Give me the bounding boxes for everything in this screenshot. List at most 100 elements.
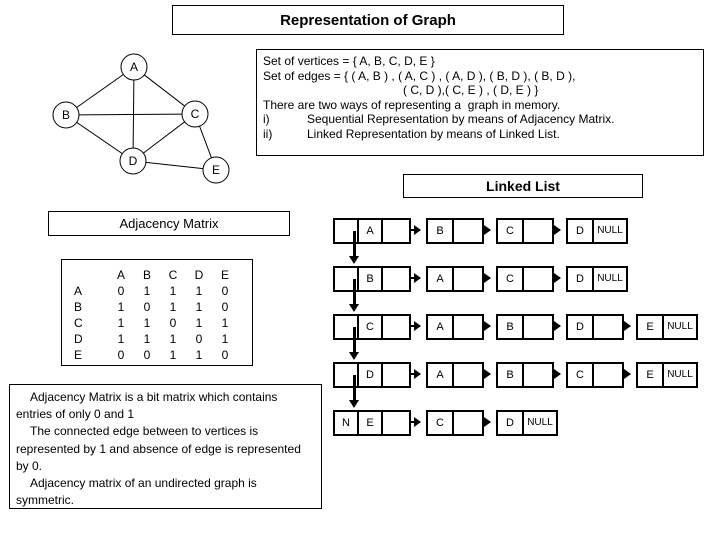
linked-list-data-cell: D	[568, 316, 594, 338]
linked-list-data-cell: C	[568, 364, 594, 386]
linked-list-pointer-cell	[454, 364, 482, 386]
linked-list-pointer-cell	[454, 316, 482, 338]
matrix-col-header-d: D	[194, 268, 204, 282]
linked-list-data-cell: B	[498, 316, 524, 338]
linked-list-data-cell: N	[335, 412, 359, 434]
matrix-row-header-b: B	[74, 300, 83, 314]
linked-list-arrow	[411, 417, 421, 427]
linked-list-data-cell: A	[428, 364, 454, 386]
vertices-line: Set of vertices = { A, B, C, D, E }	[263, 54, 435, 68]
matrix-row-header-e: E	[74, 348, 83, 362]
matrix-cell-b-e: 0	[221, 300, 229, 314]
matrix-row-header-d: D	[74, 332, 83, 346]
graph-node-label-a: A	[130, 60, 138, 74]
description-box: Set of vertices = { A, B, C, D, E } Set …	[256, 49, 704, 156]
ways-line: There are two ways of representing a gra…	[263, 97, 561, 112]
graph-edge-b-d	[76, 121, 123, 155]
matrix-cell-a-d: 1	[195, 284, 203, 298]
graph-edge-b-c	[78, 113, 183, 116]
matrix-cell-a-a: 0	[117, 284, 125, 298]
matrix-cell-d-a: 1	[117, 332, 125, 346]
linked-list-arrow	[554, 369, 561, 379]
matrix-row-header-a: A	[74, 284, 83, 298]
page-title: Representation of Graph	[280, 11, 456, 29]
linked-list-node: A	[426, 362, 484, 388]
matrix-cell-e-a: 0	[117, 348, 125, 362]
linked-list-arrow	[484, 369, 491, 379]
matrix-cell-e-b: 0	[143, 348, 151, 362]
graph-edge-c-e	[199, 125, 212, 159]
linked-list-pointer-cell	[383, 364, 407, 386]
matrix-cell-d-c: 1	[169, 332, 177, 346]
linked-list-pointer-cell	[454, 412, 482, 434]
matrix-cell-b-a: 1	[117, 300, 125, 314]
linked-list-pointer-cell	[594, 316, 622, 338]
linked-list-data-cell: E	[638, 364, 664, 386]
linked-list-node: A	[426, 314, 484, 340]
graph-node-b	[52, 101, 80, 129]
linked-list-arrow	[411, 225, 421, 235]
linked-list-head-node: A	[333, 218, 411, 244]
matrix-col-header-b: B	[142, 268, 151, 282]
linked-list-head-node: B	[333, 266, 411, 292]
linked-list-head-node: C	[333, 314, 411, 340]
edges-line-1: Set of edges = { ( A, B ) , ( A, C ) , (…	[263, 68, 576, 83]
linked-list-arrow	[624, 321, 631, 331]
linked-list-vertical-link	[349, 375, 359, 408]
matrix-cell-e-c: 1	[169, 348, 177, 362]
graph-node-c	[181, 100, 209, 128]
linked-list-pointer-cell	[335, 364, 359, 386]
linked-list-pointer-cell	[524, 268, 552, 290]
linked-list-head-node: D	[333, 362, 411, 388]
linked-list-pointer-cell	[524, 220, 552, 242]
linked-list-arrow	[484, 417, 491, 427]
matrix-cell-b-c: 1	[169, 300, 177, 314]
explanation-box: Adjacency Matrix is a bit matrix which c…	[9, 384, 322, 509]
list-marker-i: i)	[263, 112, 270, 127]
linked-list-vertical-link	[349, 231, 359, 264]
graph-node-e	[202, 156, 230, 184]
linked-list-null-cell: NULL	[597, 273, 623, 284]
linked-list-pointer-cell	[335, 220, 359, 242]
linked-list-node: C	[566, 362, 624, 388]
matrix-col-header-a: A	[116, 268, 125, 282]
linked-list-pointer-cell	[383, 316, 407, 338]
linked-list-pointer-cell	[335, 316, 359, 338]
linked-list-node: A	[426, 266, 484, 292]
edges-line-2: ( C, D ),( C, E ) , ( D, E ) }	[403, 83, 539, 98]
linked-list-arrow	[554, 321, 561, 331]
graph-edge-d-e	[145, 161, 204, 170]
linked-list-data-cell: B	[498, 364, 524, 386]
linked-list-node: B	[496, 362, 554, 388]
linked-list-vertical-link	[349, 279, 359, 312]
linked-list-null-cell: NULL	[597, 225, 623, 236]
matrix-cell-a-c: 1	[169, 284, 177, 298]
matrix-cell-c-e: 1	[221, 316, 229, 330]
graph-node-d	[119, 147, 147, 175]
explanation-paragraph-3: Adjacency matrix of an undirected graph …	[16, 476, 257, 508]
list-text-ii: Linked Representation by means of Linked…	[307, 126, 560, 141]
matrix-cell-d-e: 1	[221, 332, 229, 346]
matrix-cell-c-d: 1	[195, 316, 203, 330]
linked-list-title: Linked List	[486, 178, 560, 194]
linked-list-pointer-cell	[524, 316, 552, 338]
linked-list-data-cell: C	[359, 316, 383, 338]
linked-list-pointer-cell	[454, 268, 482, 290]
linked-list-node: B	[496, 314, 554, 340]
linked-list-vertical-link	[349, 327, 359, 360]
linked-list-pointer-cell	[524, 364, 552, 386]
linked-list-null-cell: NULL	[667, 321, 693, 332]
matrix-col-header-c: C	[168, 268, 178, 282]
list-text-i: Sequential Representation by means of Ad…	[307, 112, 615, 127]
linked-list-node: C	[496, 266, 554, 292]
